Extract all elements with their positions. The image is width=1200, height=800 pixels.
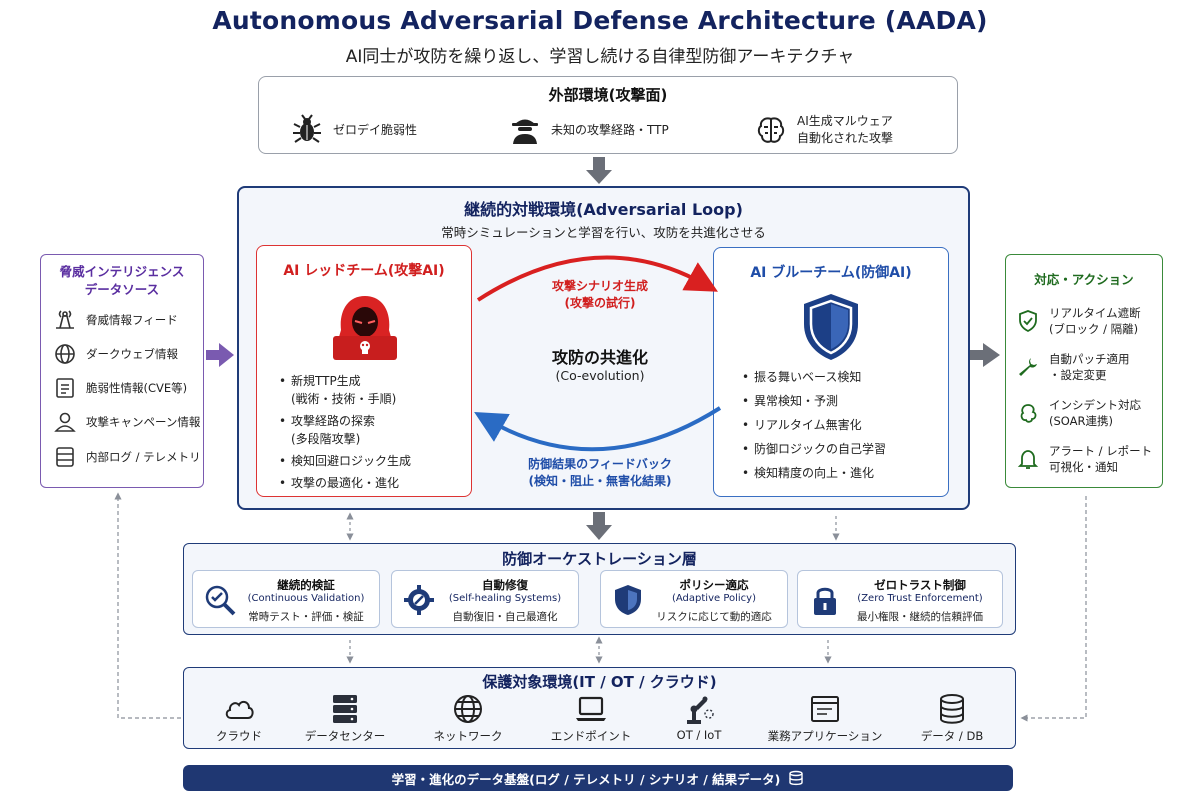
page-subtitle: AI同士が攻防を繰り返し、学習し続ける自律型防御アーキテクチャ — [345, 47, 855, 67]
magnifier-icon — [205, 585, 236, 616]
blue-bullet: 検知精度の向上・進化 — [742, 464, 886, 482]
external-label-zero-day: ゼロデイ脆弱性 — [333, 122, 418, 137]
globe-icon — [55, 344, 75, 364]
bell-icon — [1017, 450, 1039, 469]
protected-environment: 保護対象環境(IT / OT / クラウド) クラウド データセンター ネットワ… — [183, 667, 1016, 749]
document-icon — [56, 378, 74, 398]
server-icon — [333, 695, 357, 723]
data-foundation-label: 学習・進化のデータ基盤(ログ / テレメトリ / シナリオ / 結果データ) — [391, 771, 781, 787]
blue-bullet: 異常検知・予測 — [742, 392, 886, 410]
red-team-box: AI レッドチーム(攻撃AI) 新規TTP生成(戦術・技術・手順) 攻撃経路の探… — [256, 245, 472, 497]
page-title: Autonomous Adversarial Defense Architect… — [212, 6, 988, 35]
protected-title: 保護対象環境(IT / OT / クラウド) — [482, 673, 717, 691]
protected-item-ot-iot: OT / IoT — [644, 692, 754, 742]
coevolution-subtitle: (Co-evolution) — [555, 368, 645, 383]
network-icon — [454, 695, 482, 723]
loop-title: 継続的対戦環境(Adversarial Loop) — [464, 200, 743, 219]
blue-team-title: AI ブルーチーム(防御AI) — [750, 265, 912, 281]
red-team-bullets: 新規TTP生成(戦術・技術・手順) 攻撃経路の探索(多段階攻撃) 検知回避ロジッ… — [279, 372, 411, 496]
intel-item-feed: 脅威情報フィード — [53, 308, 178, 332]
log-icon — [56, 447, 74, 467]
red-bullet: 新規TTP生成(戦術・技術・手順) — [279, 372, 411, 408]
intel-item-campaign: 攻撃キャンペーン情報 — [53, 410, 200, 434]
intel-item-darkweb: ダークウェブ情報 — [53, 342, 178, 366]
blue-bullet: リアルタイム無害化 — [742, 416, 886, 434]
orchestration-layer: 防御オーケストレーション層 継続的検証 (Continuous Validati… — [183, 543, 1016, 635]
external-label-unknown-ttp: 未知の攻撃経路・TTP — [551, 122, 669, 137]
database-icon — [940, 694, 964, 724]
intel-item-cve: 脆弱性情報(CVE等) — [53, 376, 187, 400]
blue-bullet: 防御ロジックの自己学習 — [742, 440, 886, 458]
red-team-title: AI レッドチーム(攻撃AI) — [283, 263, 445, 279]
protected-item-endpoint: エンドポイント — [536, 692, 646, 744]
response-item-incident: インシデント対応(SOAR連携) — [1016, 397, 1141, 429]
external-environment-box: 外部環境(攻撃面) ゼロデイ脆弱性 未知の攻撃経路・TTP AI生成マルウェア … — [258, 76, 958, 154]
arrow-intel-to-loop — [206, 343, 234, 367]
defense-feedback-label: 防御結果のフィードバック(検知・阻止・無害化結果) — [528, 457, 672, 488]
response-panel: 対応・アクション リアルタイム遮断(ブロック / 隔離) 自動パッチ適用・設定変… — [1005, 254, 1163, 488]
blue-team-box: AI ブルーチーム(防御AI) 振る舞いベース検知 異常検知・予測 リアルタイム… — [713, 247, 949, 497]
protected-item-network: ネットワーク — [413, 692, 523, 744]
arrow-loop-to-orchestration — [586, 512, 612, 540]
shield-check-icon — [1019, 310, 1037, 333]
gear-icon — [404, 585, 434, 615]
threat-intel-title: 脅威インテリジェンスデータソース — [59, 264, 185, 297]
intel-item-logs: 内部ログ / テレメトリ — [53, 445, 201, 469]
bug-icon — [293, 114, 321, 143]
card-zero-trust: ゼロトラスト制御 (Zero Trust Enforcement) 最小権限・継… — [797, 570, 1003, 628]
arrow-prot-to-intel — [114, 492, 181, 719]
blue-team-bullets: 振る舞いベース検知 異常検知・予測 リアルタイム無害化 防御ロジックの自己学習 … — [742, 368, 886, 488]
person-icon — [54, 412, 76, 432]
arrow-response-to-prot — [1020, 496, 1087, 722]
arrow-loop-to-response — [960, 343, 1000, 367]
arrow-external-to-loop — [586, 157, 612, 184]
attack-scenario-arrow — [476, 255, 718, 302]
external-item-ai-malware: AI生成マルウェア 自動化された攻撃 — [755, 113, 893, 147]
external-item-unknown-ttp: 未知の攻撃経路・TTP — [509, 113, 669, 145]
red-bullet: 攻撃経路の探索(多段階攻撃) — [279, 412, 411, 448]
laptop-icon — [576, 696, 606, 721]
external-item-zero-day: ゼロデイ脆弱性 — [291, 113, 417, 145]
cycle-icon — [1020, 404, 1037, 423]
coevolution-title: 攻防の共進化 — [551, 348, 648, 367]
response-item-patch: 自動パッチ適用・設定変更 — [1016, 351, 1130, 383]
blue-bullet: 振る舞いベース検知 — [742, 368, 886, 386]
hooded-hacker-icon — [333, 296, 397, 360]
shield-icon — [804, 294, 858, 360]
external-label-ai-malware: AI生成マルウェア — [797, 114, 893, 128]
robot-arm-icon — [687, 696, 714, 724]
response-item-block: リアルタイム遮断(ブロック / 隔離) — [1016, 305, 1141, 337]
protected-item-datacenter: データセンター — [290, 692, 400, 744]
feed-icon — [56, 310, 74, 329]
hacker-icon — [512, 119, 538, 144]
external-title: 外部環境(攻撃面) — [548, 86, 668, 104]
threat-intel-panel: 脅威インテリジェンスデータソース 脅威情報フィード ダークウェブ情報 脆弱性情報… — [40, 254, 204, 488]
red-bullet: 検知回避ロジック生成 — [279, 452, 411, 470]
attack-scenario-label: 攻撃シナリオ生成(攻撃の試行) — [551, 279, 648, 310]
shield-icon — [615, 585, 641, 615]
orchestration-title: 防御オーケストレーション層 — [502, 550, 697, 568]
card-self-healing: 自動修復 (Self-healing Systems) 自動復旧・自己最適化 — [391, 570, 579, 628]
database-icon — [789, 770, 804, 786]
protected-item-business-app: 業務アプリケーション — [750, 692, 900, 744]
defense-feedback-arrow — [474, 406, 722, 452]
red-bullet: 攻撃の最適化・進化 — [279, 474, 411, 492]
brain-icon — [757, 117, 785, 143]
protected-item-cloud: クラウド — [184, 692, 294, 744]
card-continuous-validation: 継続的検証 (Continuous Validation) 常時テスト・評価・検… — [192, 570, 380, 628]
app-window-icon — [811, 696, 839, 722]
loop-subtitle: 常時シミュレーションと学習を行い、攻防を共進化させる — [441, 225, 766, 240]
lock-icon — [814, 587, 836, 615]
protected-item-data-db: データ / DB — [897, 692, 1007, 744]
data-foundation-bar: 学習・進化のデータ基盤(ログ / テレメトリ / シナリオ / 結果データ) — [183, 765, 1013, 791]
wrench-icon — [1019, 358, 1037, 376]
cloud-icon — [225, 700, 254, 719]
response-item-alert: アラート / レポート可視化・通知 — [1016, 443, 1152, 475]
external-label-automated-attack: 自動化された攻撃 — [797, 131, 894, 145]
card-adaptive-policy: ポリシー適応 (Adaptive Policy) リスクに応じて動的適応 — [600, 570, 788, 628]
response-title: 対応・アクション — [1034, 272, 1134, 287]
